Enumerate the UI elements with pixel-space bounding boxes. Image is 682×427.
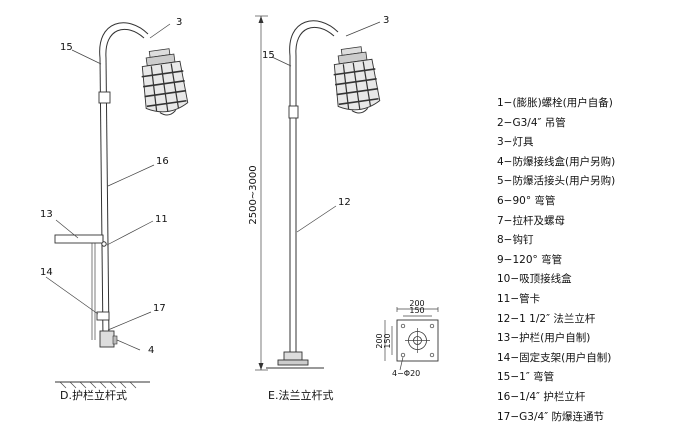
parts-list-item: 14−固定支架(用户自制): [497, 349, 677, 369]
callout-14-d: 14: [40, 267, 53, 278]
flange-plate-detail: 200 150 200 150 4−Φ20: [375, 299, 438, 378]
arm-e-outer: [290, 21, 338, 56]
parts-list-item: 16−1/4″ 护栏立杆: [497, 388, 677, 408]
callout-3-e: 3: [383, 15, 389, 26]
callout-13-d: 13: [40, 209, 53, 220]
parts-list-item: 6−90° 弯管: [497, 192, 677, 212]
arm-e-inner: [296, 27, 334, 56]
parts-list-item: 15−1″ 弯管: [497, 368, 677, 388]
parts-list-item: 17−G3/4″ 防爆连通节: [497, 408, 677, 427]
callout-11-d: 11: [155, 214, 168, 225]
lamp-d: [138, 47, 189, 118]
parts-list-item: 5−防爆活接头(用户另购): [497, 172, 677, 192]
bolt-hole: [430, 353, 434, 357]
bolt-hole: [401, 353, 405, 357]
guard-rail-d: [55, 235, 103, 243]
arm-d-inner: [106, 29, 144, 58]
pipe-coupling-d: [99, 92, 110, 103]
callout-16-d: 16: [156, 156, 169, 167]
callout-3-d: 3: [176, 17, 182, 28]
callout-15-d: 15: [60, 42, 73, 53]
parts-list-item: 4−防爆接线盒(用户另购): [497, 153, 677, 173]
bolt-hole: [401, 324, 405, 328]
parts-list-item: 12−1 1/2″ 法兰立杆: [497, 310, 677, 330]
caption-figure-d: D.护栏立杆式: [60, 388, 127, 402]
parts-list-item: 3−灯具: [497, 133, 677, 153]
dim-inner-width-label: 150: [409, 306, 424, 315]
bolt-hole: [430, 324, 434, 328]
figure-e: 2500~3000 3 15 12 E.法兰立杆式: [248, 15, 389, 402]
parts-list: 1−(膨胀)螺栓(用户自备) 2−G3/4″ 吊管 3−灯具 4−防爆接线盒(用…: [497, 94, 677, 427]
callout-17-d: 17: [153, 303, 166, 314]
callout-15-e: 15: [262, 50, 275, 61]
parts-list-item: 1−(膨胀)螺栓(用户自备): [497, 94, 677, 114]
fixing-bracket-d: [97, 312, 109, 320]
callout-12-e: 12: [338, 197, 351, 208]
arm-d-outer: [100, 23, 148, 58]
pipe-coupling-e: [289, 106, 298, 118]
parts-list-item: 7−拉杆及螺母: [497, 212, 677, 232]
dim-inner-height-label: 150: [383, 333, 392, 348]
parts-list-item: 9−120° 弯管: [497, 251, 677, 271]
junction-box-d: [100, 331, 114, 347]
figure-d: 3 15 16 13 11 14 17 4 D.护栏立杆式: [40, 17, 189, 402]
bolt-holes-label: 4−Φ20: [392, 369, 420, 378]
parts-list-item: 13−护栏(用户自制): [497, 329, 677, 349]
lamp-e: [330, 45, 381, 116]
flange-base-e: [284, 352, 302, 360]
parts-list-item: 10−吸顶接线盒: [497, 270, 677, 290]
caption-figure-e: E.法兰立杆式: [268, 388, 333, 402]
callout-4-d: 4: [148, 345, 154, 356]
height-dimension-label: 2500~3000: [248, 165, 259, 224]
parts-list-item: 8−钩钉: [497, 231, 677, 251]
parts-list-item: 11−管卡: [497, 290, 677, 310]
parts-list-item: 2−G3/4″ 吊管: [497, 114, 677, 134]
clamp-upper-d: [102, 242, 106, 246]
